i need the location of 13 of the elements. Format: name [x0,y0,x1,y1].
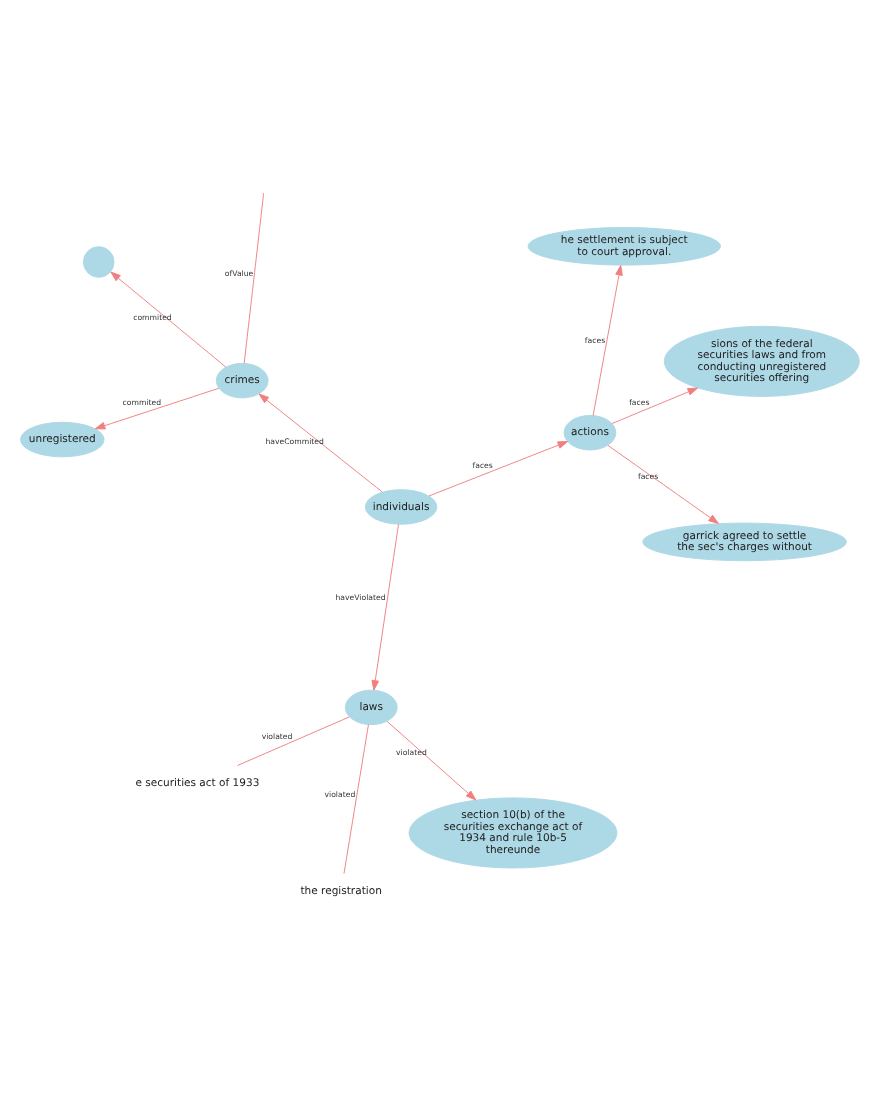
arrow [94,387,220,430]
arrow [386,720,477,801]
connector [237,716,350,766]
arrow [592,264,623,416]
arrow [607,444,719,524]
arrow [110,271,227,368]
connector [243,192,265,364]
connector [343,724,369,875]
node-circle [82,246,115,278]
arrow [428,441,569,497]
arrow [371,523,399,691]
arrow [611,387,699,424]
arrow [258,393,383,493]
